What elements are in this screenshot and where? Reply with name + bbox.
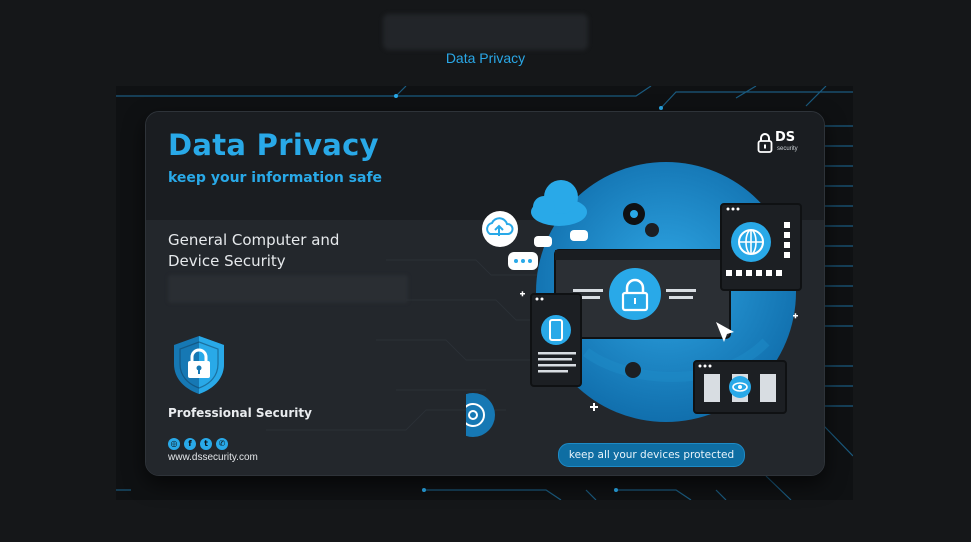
chat-bubble-small-icon (534, 230, 588, 247)
globe-window (720, 203, 802, 291)
page-caption: Data Privacy (445, 50, 526, 66)
blurred-placeholder-text (168, 275, 408, 303)
chat-bubble-icon (508, 252, 538, 270)
mobile-window (530, 293, 582, 387)
settings-gear-icon (466, 393, 495, 437)
circuit-lines (116, 86, 853, 500)
cloud-upload-icon (482, 211, 518, 247)
section-heading-line-2: Device Security (168, 252, 286, 270)
page-title: Data Privacy (168, 128, 379, 162)
section-heading: General Computer and Device Security (168, 230, 398, 272)
website-link[interactable]: www.dssecurity.com (168, 452, 258, 463)
instagram-icon[interactable]: ◎ (168, 438, 180, 450)
logo-subtext: security (777, 146, 798, 152)
security-illustration (466, 162, 802, 437)
shield-lock-icon (174, 336, 224, 394)
cloud-icon (531, 180, 587, 226)
section-heading-line-1: General Computer and (168, 231, 340, 249)
cta-pill[interactable]: keep all your devices protected (558, 443, 745, 467)
gear-small-icon (625, 362, 641, 378)
logo-initials: DS (775, 130, 796, 145)
facebook-icon[interactable]: f (184, 438, 196, 450)
social-links: ◎ f t ✆ (168, 438, 228, 450)
twitter-icon[interactable]: t (200, 438, 212, 450)
top-blurred-bar (383, 14, 588, 50)
lock-icon (757, 133, 773, 153)
browser-window-lock (554, 249, 734, 342)
documents-eye-window (693, 360, 787, 414)
gear-icon (623, 203, 659, 237)
badge-label: Professional Security (168, 406, 312, 420)
brand-logo: DS security (757, 130, 807, 156)
whatsapp-icon[interactable]: ✆ (216, 438, 228, 450)
page-subtitle: keep your information safe (168, 170, 383, 186)
promo-card: Data Privacy keep your information safe … (145, 111, 825, 476)
